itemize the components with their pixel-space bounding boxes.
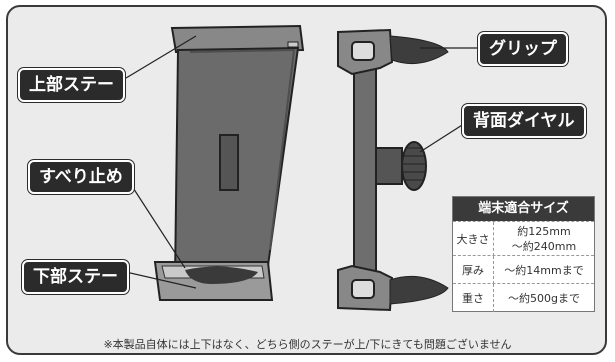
spec-table-title: 端末適合サイズ <box>453 197 594 221</box>
rear-dial-label: 背面ダイヤル <box>462 104 586 138</box>
front-holder <box>153 24 305 301</box>
spec-key: 重さ <box>453 284 494 312</box>
dial-mount <box>375 147 403 185</box>
spec-value-line2: ～約240mm <box>511 240 577 253</box>
lower-stay-label: 下部ステー <box>22 260 129 294</box>
spec-value: ～約14mmまで <box>504 263 584 277</box>
spec-row-size: 大きさ 約125mm ～約240mm <box>453 221 594 256</box>
spec-key: 厚み <box>453 256 494 284</box>
bottom-grip-pad <box>389 275 449 305</box>
spec-table: 端末適合サイズ 大きさ 約125mm ～約240mm 厚み ～約14mmまで 重… <box>452 196 595 312</box>
upper-stay-label: 上部ステー <box>18 68 125 102</box>
non-slip-label: すべり止め <box>28 160 134 194</box>
footnote: ※本製品自体には上下はなく、どちら側のステーが上/下にきても問題ございません <box>103 338 512 351</box>
spec-value: ～約500gまで <box>508 291 580 305</box>
side-holder <box>337 28 449 312</box>
top-grip-pad <box>389 35 449 65</box>
leader-lines <box>125 35 480 289</box>
grip-label: グリップ <box>478 32 568 66</box>
center-slot <box>219 134 239 191</box>
spec-row-weight: 重さ ～約500gまで <box>453 283 594 312</box>
spec-key: 大きさ <box>453 222 494 256</box>
rear-dial <box>401 141 427 191</box>
upper-stay-part <box>170 24 305 54</box>
spec-row-thickness: 厚み ～約14mmまで <box>453 255 594 284</box>
non-slip-pad <box>185 266 258 284</box>
spec-value-line1: 約125mm <box>517 225 571 238</box>
